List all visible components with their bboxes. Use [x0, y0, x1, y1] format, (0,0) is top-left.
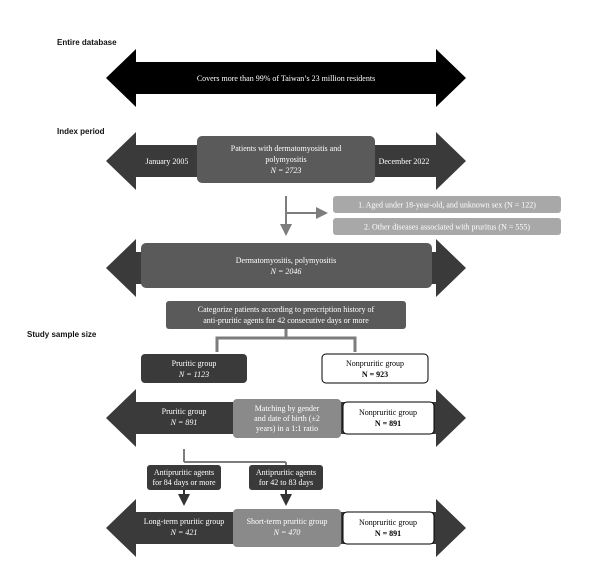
split-connector-right: [286, 336, 357, 352]
matching-line2: and date of birth (±2: [254, 414, 320, 423]
matching-line3: years) in a 1:1 ratio: [256, 424, 318, 433]
patients-box: [197, 136, 375, 183]
matched-pruritic-label: Pruritic group: [162, 407, 207, 416]
agents-short-line1: Antipruritic agents: [256, 468, 316, 477]
long-term-n: N = 421: [170, 528, 198, 537]
dermatomyositis-box-line1: Dermatomyositis, polymyositis: [236, 256, 336, 265]
split-connector: [215, 329, 288, 352]
patients-box-line1: Patients with dermatomyositis and: [231, 144, 341, 153]
final-nonpruritic-box: [342, 511, 435, 545]
matched-nonpruritic-n: N = 891: [375, 419, 401, 428]
short-term-n: N = 470: [273, 528, 301, 537]
exclusion-box-1: [333, 196, 561, 213]
pruritic-group-n: N = 1123: [178, 370, 209, 379]
section-study-sample-size: Study sample size: [27, 330, 97, 339]
matched-pruritic-n: N = 891: [170, 418, 198, 427]
agents-long-line1: Antipruritic agents: [154, 468, 214, 477]
final-nonpruritic-label: Nonpruritic group: [359, 518, 417, 527]
categorize-line2: anti-pruritic agents for 42 consecutive …: [203, 316, 369, 325]
long-term-label: Long-term pruritic group: [144, 517, 224, 526]
dermatomyositis-box-n: N = 2046: [270, 267, 302, 276]
banner-entire-database-text: Covers more than 99% of Taiwan’s 23 mill…: [197, 74, 375, 83]
dermatomyositis-box: [141, 243, 432, 288]
agents-short-line2: for 42 to 83 days: [259, 478, 313, 487]
agents-short-box: [249, 465, 323, 490]
patients-box-line2: polymyositis: [265, 155, 306, 164]
index-start-date: January 2005: [146, 157, 189, 166]
matched-nonpruritic-box: [342, 401, 435, 435]
short-term-label: Short-term pruritic group: [247, 517, 328, 526]
matching-box: [233, 399, 341, 438]
exclusion-box-2: [333, 218, 561, 235]
index-end-date: December 2022: [379, 157, 430, 166]
patients-box-n: N = 2723: [270, 166, 302, 175]
section-index-period: Index period: [57, 127, 105, 136]
categorize-line1: Categorize patients according to prescri…: [198, 305, 375, 314]
banner-entire-database: [106, 49, 466, 107]
nonpruritic-group-label: Nonpruritic group: [346, 359, 404, 368]
matching-line1: Matching by gender: [255, 404, 320, 413]
agents-long-line2: for 84 days or more: [152, 478, 216, 487]
final-nonpruritic-n: N = 891: [375, 529, 401, 538]
exclusion-text-1: 1. Aged under 18-year-old, and unknown s…: [358, 201, 536, 210]
matched-nonpruritic-label: Nonpruritic group: [359, 408, 417, 417]
section-entire-database: Entire database: [57, 38, 117, 47]
nonpruritic-group-box: [321, 353, 429, 384]
nonpruritic-group-n: N = 923: [362, 370, 388, 379]
agents-long-box: [147, 465, 221, 490]
exclusion-text-2: 2. Other diseases associated with prurit…: [364, 223, 530, 232]
categorize-box: [166, 301, 406, 329]
short-term-box: [233, 509, 341, 547]
pruritic-group-label: Pruritic group: [172, 359, 217, 368]
pruritic-group-box: [141, 354, 247, 383]
